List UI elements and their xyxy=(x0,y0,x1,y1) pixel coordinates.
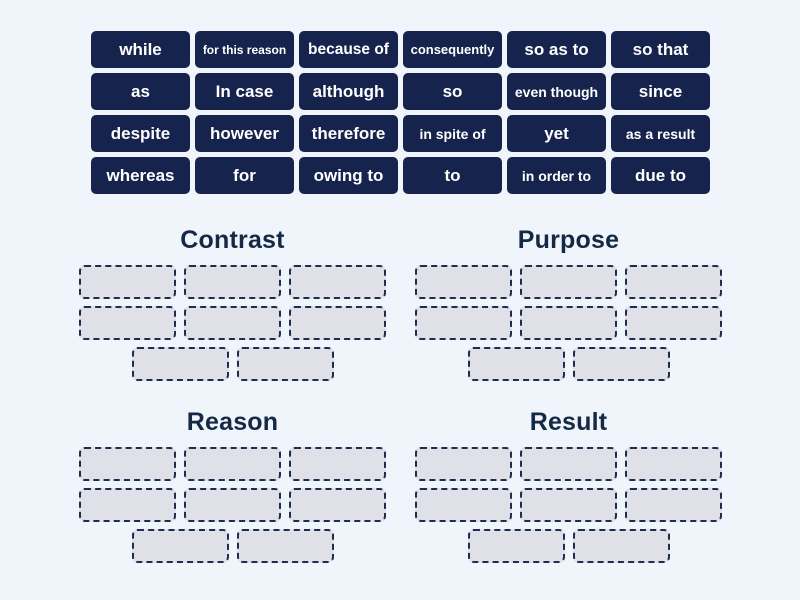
drop-slot[interactable] xyxy=(131,347,229,381)
slot-row xyxy=(79,306,386,340)
slot-grid-result xyxy=(415,447,722,563)
word-tile[interactable]: although xyxy=(299,73,398,110)
category-group-contrast: Contrast xyxy=(79,225,386,388)
word-tile[interactable]: despite xyxy=(91,115,190,152)
drop-slot[interactable] xyxy=(520,306,617,340)
category-title-result: Result xyxy=(529,408,608,436)
slot-row xyxy=(415,347,722,381)
word-tile[interactable]: therefore xyxy=(299,115,398,152)
drop-slot[interactable] xyxy=(467,347,565,381)
slot-row xyxy=(415,447,722,481)
word-tile[interactable]: owing to xyxy=(299,157,398,194)
word-tile[interactable]: whereas xyxy=(91,157,190,194)
drop-slot[interactable] xyxy=(520,265,617,299)
word-tile[interactable]: so xyxy=(403,73,502,110)
word-tile[interactable]: In case xyxy=(195,73,294,110)
category-title-purpose: Purpose xyxy=(517,226,620,254)
slot-row xyxy=(79,529,386,563)
drop-slot[interactable] xyxy=(289,447,386,481)
word-tile[interactable]: to xyxy=(403,157,502,194)
category-group-result: Result xyxy=(415,407,722,570)
word-tile[interactable]: for this reason xyxy=(195,31,294,68)
word-tile[interactable]: so that xyxy=(611,31,710,68)
word-tile[interactable]: however xyxy=(195,115,294,152)
drop-slot[interactable] xyxy=(289,488,386,522)
drop-slot[interactable] xyxy=(625,265,722,299)
slot-grid-contrast xyxy=(79,265,386,381)
drop-slot[interactable] xyxy=(415,447,512,481)
drop-slot[interactable] xyxy=(572,347,670,381)
category-title-contrast: Contrast xyxy=(180,226,285,254)
drop-slot[interactable] xyxy=(415,488,512,522)
drop-slot[interactable] xyxy=(625,447,722,481)
slot-row xyxy=(415,529,722,563)
drop-slot[interactable] xyxy=(236,347,334,381)
drop-slot[interactable] xyxy=(184,488,281,522)
word-tile[interactable]: yet xyxy=(507,115,606,152)
slot-row xyxy=(79,488,386,522)
word-tile[interactable]: even though xyxy=(507,73,606,110)
word-tile[interactable]: because of xyxy=(299,31,398,68)
word-tile[interactable]: consequently xyxy=(403,31,502,68)
word-tile[interactable]: in spite of xyxy=(403,115,502,152)
slot-row xyxy=(79,265,386,299)
slot-row xyxy=(415,306,722,340)
slot-row xyxy=(79,347,386,381)
drop-slot[interactable] xyxy=(184,265,281,299)
drop-slot[interactable] xyxy=(415,306,512,340)
word-tile[interactable]: as a result xyxy=(611,115,710,152)
word-tile[interactable]: while xyxy=(91,31,190,68)
word-tile[interactable]: for xyxy=(195,157,294,194)
drop-slot[interactable] xyxy=(236,529,334,563)
slot-row xyxy=(415,488,722,522)
category-group-purpose: Purpose xyxy=(415,225,722,388)
drop-slot[interactable] xyxy=(467,529,565,563)
drop-slot[interactable] xyxy=(79,447,176,481)
slot-grid-purpose xyxy=(415,265,722,381)
drop-slot[interactable] xyxy=(79,488,176,522)
slot-grid-reason xyxy=(79,447,386,563)
slot-row xyxy=(79,447,386,481)
drop-slot[interactable] xyxy=(131,529,229,563)
drop-slot[interactable] xyxy=(572,529,670,563)
drop-slot[interactable] xyxy=(625,306,722,340)
slot-row xyxy=(415,265,722,299)
drop-slot[interactable] xyxy=(79,265,176,299)
drop-slot[interactable] xyxy=(415,265,512,299)
drop-slot[interactable] xyxy=(520,488,617,522)
word-tile[interactable]: due to xyxy=(611,157,710,194)
drop-slot[interactable] xyxy=(184,306,281,340)
word-tile[interactable]: since xyxy=(611,73,710,110)
word-tile[interactable]: so as to xyxy=(507,31,606,68)
drop-slot[interactable] xyxy=(289,306,386,340)
drop-slot[interactable] xyxy=(520,447,617,481)
category-title-reason: Reason xyxy=(186,408,279,436)
drop-slot[interactable] xyxy=(289,265,386,299)
drop-slot[interactable] xyxy=(184,447,281,481)
word-tile[interactable]: in order to xyxy=(507,157,606,194)
drop-slot[interactable] xyxy=(79,306,176,340)
word-tile[interactable]: as xyxy=(91,73,190,110)
category-group-reason: Reason xyxy=(79,407,386,570)
drop-slot[interactable] xyxy=(625,488,722,522)
